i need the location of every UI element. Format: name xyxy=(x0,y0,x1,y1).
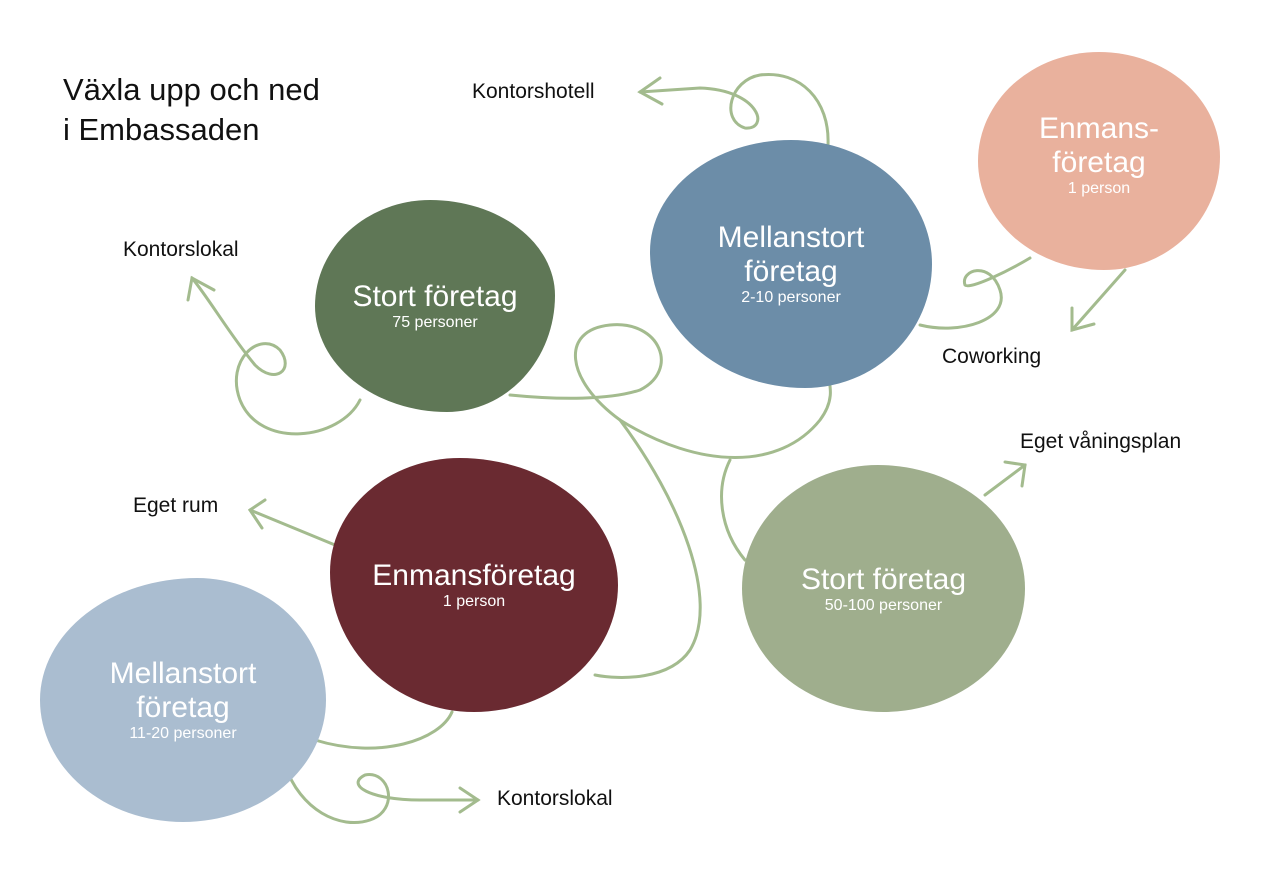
arrow-eget-vaningsplan xyxy=(1003,460,1027,488)
label-eget-vaningsplan: Eget våningsplan xyxy=(1020,430,1182,453)
label-coworking: Coworking xyxy=(942,345,1042,368)
title-line-2: i Embassaden xyxy=(63,112,260,147)
arrow-eget-rum xyxy=(247,498,267,530)
arrow-coworking xyxy=(1070,306,1096,332)
curve-to-eget-rum xyxy=(248,508,337,547)
blob-mellanstort-11-20: Mellanstort företag 11-20 personer xyxy=(40,578,326,822)
blob-title-line-2: företag xyxy=(136,691,230,724)
curve-to-kontorshotell xyxy=(638,72,830,147)
label-kontorshotell: Kontorshotell xyxy=(472,80,595,103)
curve-to-coworking xyxy=(918,256,1032,330)
blob-title-line-1: Mellanstort xyxy=(109,657,257,690)
curve-to-kontorslokal-bottom xyxy=(283,763,480,825)
blob-title: Enmansföretag xyxy=(372,559,576,592)
blob-subtitle: 50-100 personer xyxy=(824,596,943,614)
arrow-kontorslokal-bottom xyxy=(458,786,481,814)
page-title: Växla upp och ned i Embassaden xyxy=(63,70,320,150)
label-kontorslokal-bottom: Kontorslokal xyxy=(497,787,613,810)
label-eget-rum: Eget rum xyxy=(133,494,219,517)
blob-enmansforetag-red: Enmansföretag 1 person xyxy=(330,458,618,712)
arrow-kontorslokal-top xyxy=(186,275,216,302)
curve-to-red-blob xyxy=(593,418,702,679)
curve-red-to-lightblue xyxy=(313,710,454,750)
label-kontorslokal-top: Kontorslokal xyxy=(123,238,239,261)
title-line-1: Växla upp och ned xyxy=(63,72,320,107)
curve-enmans-to-coworking xyxy=(1070,268,1127,332)
curve-to-eget-vaningsplan xyxy=(983,463,1027,497)
arrow-kontorshotell xyxy=(637,76,664,106)
blob-title-line-1: Enmans- xyxy=(1038,112,1160,145)
blob-title-line-2: företag xyxy=(744,255,838,288)
blob-subtitle: 2-10 personer xyxy=(741,289,841,306)
curve-to-kontorslokal-top xyxy=(190,276,362,436)
blob-stort-foretag-75: Stort företag 75 personer xyxy=(315,200,555,412)
blob-subtitle: 1 person xyxy=(1067,180,1131,197)
curve-to-green-blob xyxy=(720,458,747,562)
curve-middle-loop xyxy=(508,323,832,459)
blob-title: Stort företag xyxy=(352,280,518,313)
blob-stort-foretag-50-100: Stort företag 50-100 personer xyxy=(742,465,1025,712)
blob-title: Stort företag xyxy=(800,562,967,596)
blob-subtitle: 1 person xyxy=(442,593,506,610)
blob-mellanstort-2-10: Mellanstort företag 2-10 personer xyxy=(650,140,932,388)
blob-title-line-1: Mellanstort xyxy=(717,221,865,254)
blob-subtitle: 75 personer xyxy=(392,314,478,331)
blob-enmans-foretag-top: Enmans- företag 1 person xyxy=(978,52,1220,270)
blob-subtitle: 11-20 personer xyxy=(129,725,237,742)
blob-title-line-2: företag xyxy=(1052,146,1146,179)
